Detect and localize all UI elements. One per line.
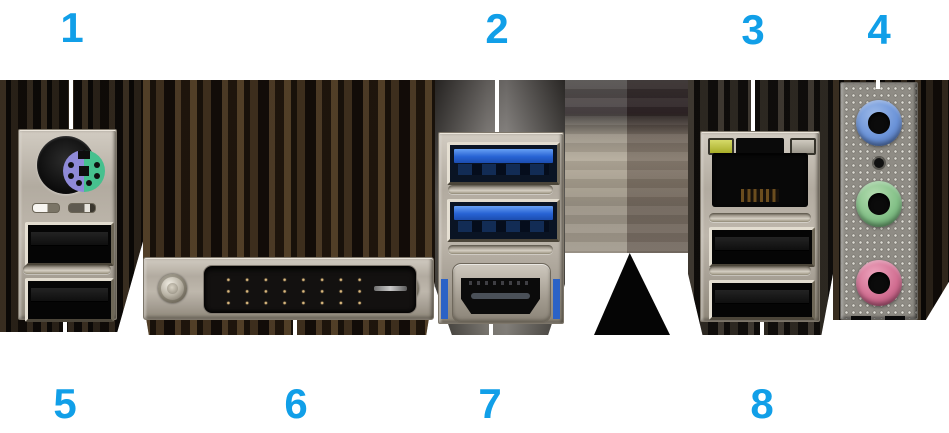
callout-number-1: 1	[60, 4, 84, 51]
hdmi-center-bar	[471, 293, 530, 299]
pin-hole	[68, 162, 74, 168]
audio-jack-plate	[840, 82, 918, 320]
callout-number-4: 4	[867, 6, 891, 53]
callout-number-7: 7	[478, 380, 502, 427]
hdmi-pin-row	[469, 281, 532, 285]
callout-line-7	[489, 317, 493, 335]
usb3-tongue	[454, 149, 553, 163]
ps2-connector-face	[63, 150, 105, 192]
vent-slot	[68, 203, 96, 213]
pin-hole	[68, 173, 74, 179]
plate-tab	[851, 316, 871, 320]
callout-number-5: 5	[53, 380, 77, 427]
jack-hole	[868, 112, 890, 134]
plate-tab	[885, 316, 905, 320]
callout-number-8: 8	[750, 380, 774, 427]
usb2-port	[25, 278, 114, 322]
ps2-key-notch	[78, 150, 90, 159]
dvi-d-port	[143, 257, 434, 320]
usb3-contacts	[458, 164, 549, 175]
callout-line-8	[760, 317, 764, 335]
usb2-port	[709, 227, 815, 267]
housing-groove	[448, 245, 553, 254]
pin-hole	[94, 162, 100, 168]
audio-jack-line-in	[856, 100, 902, 146]
hdmi-side-plastic	[553, 279, 560, 319]
lan-port	[712, 153, 808, 207]
callout-number-2: 2	[485, 5, 509, 52]
callout-line-5	[63, 314, 67, 334]
callout-line-2	[495, 80, 499, 135]
housing-groove	[23, 265, 111, 274]
audio-jack-mic-in	[856, 260, 902, 306]
usb2-port	[709, 280, 815, 320]
housing-groove	[448, 185, 553, 194]
callout-line-1	[69, 80, 73, 132]
callout-line-4	[876, 80, 880, 89]
housing-groove	[709, 266, 811, 275]
usb-tongue	[715, 237, 809, 251]
screw-post	[158, 274, 187, 303]
rj45-pins	[741, 189, 779, 202]
pin-hole	[86, 180, 92, 186]
ps2-center-key	[79, 166, 89, 176]
usb3-port	[447, 199, 560, 242]
usb3-hdmi-stack	[438, 132, 564, 324]
callout-line-3	[751, 80, 755, 135]
usb3-tongue	[454, 206, 553, 220]
photo-background-gap	[565, 80, 700, 253]
ps2-usb2-block	[18, 129, 117, 322]
usb-tongue	[715, 290, 809, 304]
usb-tongue	[31, 232, 108, 246]
vent-slot	[32, 203, 60, 213]
dvi-pin-grid	[215, 272, 365, 307]
pin-hole	[94, 173, 100, 179]
usb3-contacts	[458, 221, 549, 232]
hdmi-side-plastic	[441, 279, 448, 319]
callout-number-3: 3	[741, 6, 765, 53]
plate-hole	[874, 158, 884, 168]
hdmi-opening	[461, 278, 540, 314]
photo-background-wedge	[594, 253, 670, 335]
jack-hole	[868, 272, 890, 294]
usb-tongue	[31, 288, 108, 302]
usb2-port	[25, 222, 114, 266]
rj45-clip-slot	[736, 138, 784, 156]
audio-jack-line-out	[856, 181, 902, 227]
hdmi-port	[452, 263, 551, 323]
dvi-recess	[203, 265, 417, 314]
lan-usb2-stack	[700, 131, 820, 322]
pin-hole	[76, 180, 82, 186]
housing-groove	[709, 213, 811, 222]
usb3-port	[447, 142, 560, 185]
callout-line-6	[293, 314, 297, 335]
jack-hole	[868, 193, 890, 215]
callout-number-6: 6	[284, 380, 308, 427]
ps2-port	[37, 136, 105, 194]
dvi-flat-blade-slot	[374, 286, 407, 291]
